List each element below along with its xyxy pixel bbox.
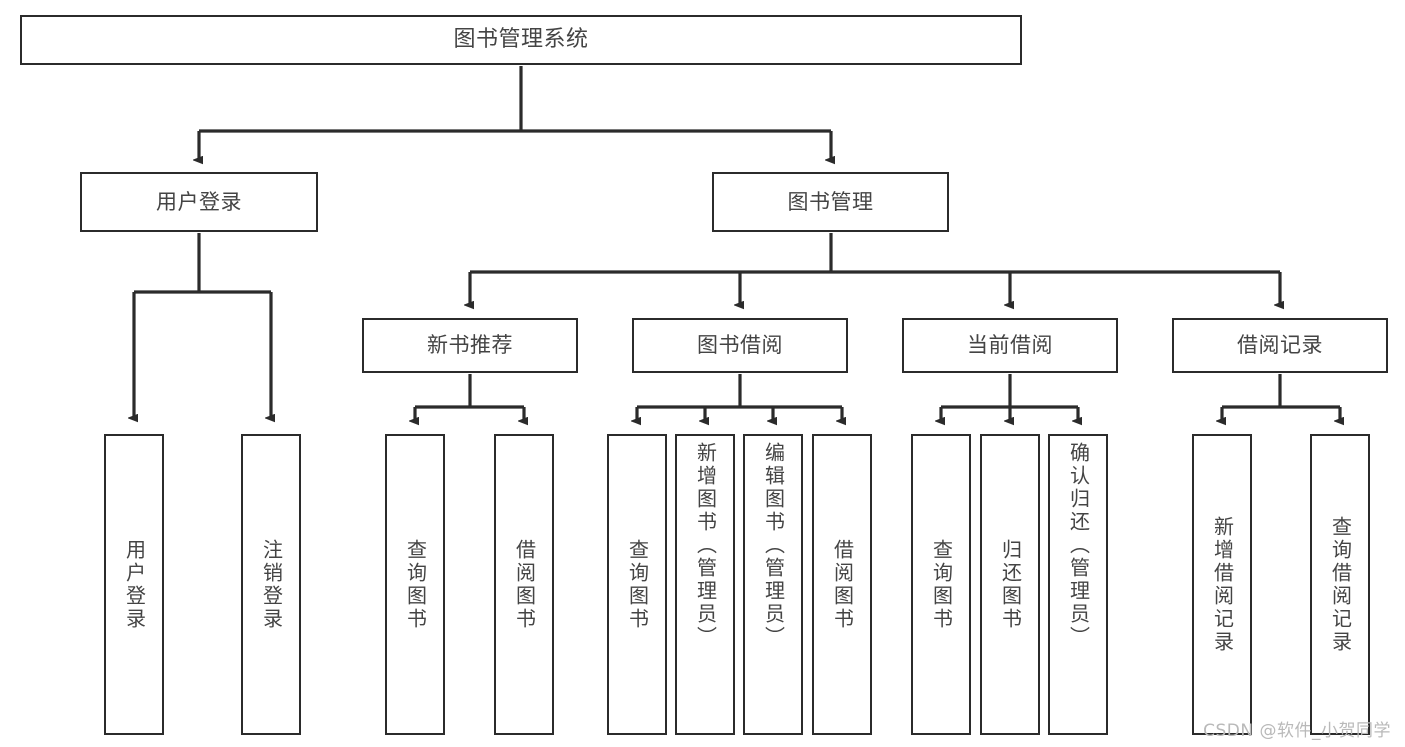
node-label: 查询图书 xyxy=(625,538,650,631)
node-borrow-record[interactable]: 借阅记录 xyxy=(1172,318,1388,373)
node-book-management[interactable]: 图书管理 xyxy=(712,172,949,232)
node-label: 查询图书 xyxy=(403,538,428,631)
leaf-query-borrow-record[interactable]: 查询借阅记录 xyxy=(1310,434,1370,735)
node-label: 用户登录 xyxy=(156,189,242,214)
node-user-login[interactable]: 用户登录 xyxy=(80,172,318,232)
leaf-query-book-recommend[interactable]: 查询图书 xyxy=(385,434,445,735)
node-label: 用户登录 xyxy=(122,538,147,631)
node-label: 图书借阅 xyxy=(697,333,783,358)
leaf-logout[interactable]: 注销登录 xyxy=(241,434,301,735)
node-label: 图书管理 xyxy=(787,189,874,214)
leaf-query-book-borrow[interactable]: 查询图书 xyxy=(607,434,667,735)
node-label: 新书推荐 xyxy=(427,333,513,358)
node-label: 借阅图书 xyxy=(512,538,537,631)
node-label: 新增图书（管理员） xyxy=(693,442,718,649)
node-book-borrow[interactable]: 图书借阅 xyxy=(632,318,848,373)
watermark: CSDN @软件_小贺同学 xyxy=(1203,721,1391,741)
leaf-confirm-return-admin[interactable]: 确认归还（管理员） xyxy=(1048,434,1108,735)
node-label: 借阅图书 xyxy=(830,538,855,631)
leaf-add-borrow-record[interactable]: 新增借阅记录 xyxy=(1192,434,1252,735)
leaf-edit-book-admin[interactable]: 编辑图书（管理员） xyxy=(743,434,803,735)
node-label: 查询借阅记录 xyxy=(1328,515,1353,654)
node-new-book-recommend[interactable]: 新书推荐 xyxy=(362,318,578,373)
node-label: 查询图书 xyxy=(929,538,954,631)
leaf-user-login[interactable]: 用户登录 xyxy=(104,434,164,735)
leaf-return-book[interactable]: 归还图书 xyxy=(980,434,1040,735)
node-label: 归还图书 xyxy=(998,538,1023,631)
node-label: 当前借阅 xyxy=(967,333,1053,358)
leaf-query-book-current[interactable]: 查询图书 xyxy=(911,434,971,735)
node-label: 图书管理系统 xyxy=(453,27,589,53)
node-current-borrow[interactable]: 当前借阅 xyxy=(902,318,1118,373)
node-label: 借阅记录 xyxy=(1237,333,1323,358)
node-root-system[interactable]: 图书管理系统 xyxy=(20,15,1022,65)
node-label: 注销登录 xyxy=(259,538,284,631)
leaf-borrow-book-recommend[interactable]: 借阅图书 xyxy=(494,434,554,735)
leaf-borrow-book[interactable]: 借阅图书 xyxy=(812,434,872,735)
leaf-add-book-admin[interactable]: 新增图书（管理员） xyxy=(675,434,735,735)
node-label: 新增借阅记录 xyxy=(1210,515,1235,654)
node-label: 编辑图书（管理员） xyxy=(761,442,786,649)
node-label: 确认归还（管理员） xyxy=(1066,442,1091,649)
